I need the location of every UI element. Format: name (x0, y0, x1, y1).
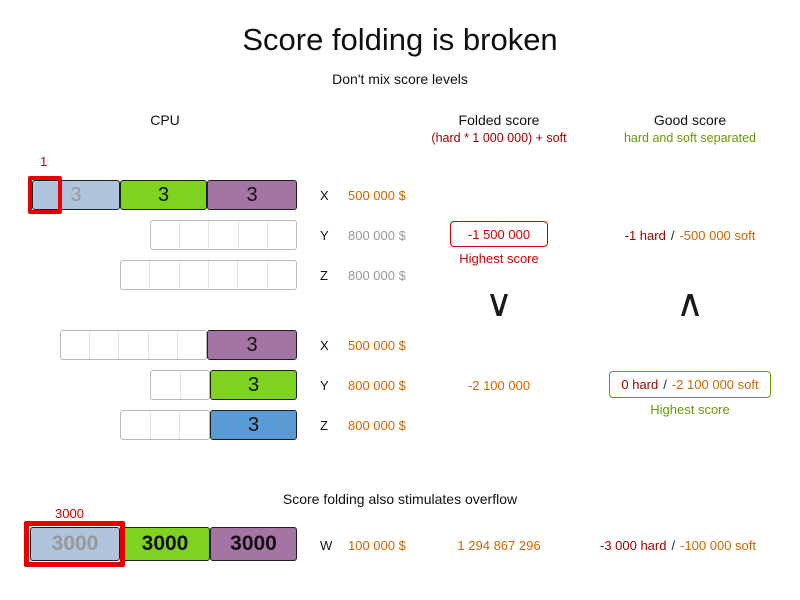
empty-cpu-slots (150, 220, 297, 250)
column-subheader-folded-score: (hard * 1 000 000) + soft (431, 131, 567, 145)
folded-worse-comparison-icon: ∨ (485, 283, 513, 325)
soft-score-value: -500 000 soft (679, 228, 756, 243)
cpu-row-label: Z (320, 418, 328, 433)
cpu-slot-empty (209, 261, 239, 289)
process-cell-purple: 3 (207, 330, 297, 360)
good-better-comparison-icon: ∧ (676, 283, 704, 325)
cpu-slot-empty (151, 371, 181, 399)
overflow-section-caption: Score folding also stimulates overflow (282, 491, 518, 507)
cpu-row-label: W (320, 538, 333, 553)
folded-score-box: -1 500 000 (450, 221, 548, 247)
soft-score-value: -100 000 soft (680, 538, 756, 553)
folded-score-value: -1 500 000 (467, 226, 531, 242)
cpu-row-label: Y (320, 378, 329, 393)
cpu-cost: 500 000 $ (348, 188, 406, 203)
highest-score-note: Highest score (650, 402, 730, 417)
column-header-good-score: Good score (653, 112, 727, 128)
cpu-row-label: X (320, 338, 329, 353)
column-header-cpu: CPU (150, 112, 180, 128)
highest-score-note: Highest score (459, 251, 539, 266)
cpu-cost: 800 000 $ (348, 378, 406, 393)
page-title: Score folding is broken (242, 22, 558, 57)
process-cell-green: 3000 (120, 527, 210, 561)
cpu-row-label: Z (320, 268, 328, 283)
cpu-slot-empty (209, 221, 239, 249)
empty-cpu-slots (120, 410, 210, 440)
process-cell-green: 3 (120, 180, 207, 210)
folded-score-value: -2 100 000 (467, 378, 531, 393)
cpu-slot-empty (268, 221, 296, 249)
good-score-line: -1 hard / -500 000 soft (590, 228, 790, 243)
process-cell-purple: 3 (207, 180, 297, 210)
good-score-line: -3 000 hard / -100 000 soft (578, 538, 778, 553)
score-separator: / (670, 228, 675, 243)
overflow-highlight-box (28, 176, 62, 214)
hard-score-value: 0 hard (621, 377, 659, 392)
cpu-cost: 500 000 $ (348, 338, 406, 353)
soft-score-value: -2 100 000 soft (671, 377, 759, 392)
cpu-slot-empty (121, 411, 151, 439)
hard-score-value: -3 000 hard (599, 538, 667, 553)
folded-score-value: 1 294 867 296 (457, 538, 541, 553)
overflow-amount-label: 1 (40, 154, 48, 169)
process-cell-blue: 3 (32, 180, 120, 210)
cpu-slot-empty (151, 411, 181, 439)
cpu-cost: 100 000 $ (348, 538, 406, 553)
process-cell-blue: 3000 (30, 527, 120, 561)
cpu-row-label: X (320, 188, 329, 203)
cpu-slot-empty (180, 411, 209, 439)
cpu-slot-empty (90, 331, 120, 359)
cpu-row-label: Y (320, 228, 329, 243)
process-value: 3 (70, 183, 82, 206)
cpu-slot-empty (268, 261, 296, 289)
score-separator: / (671, 538, 676, 553)
empty-cpu-slots (60, 330, 207, 360)
cpu-slot-empty (180, 221, 210, 249)
cpu-slot-empty (149, 331, 178, 359)
cpu-slot-empty (181, 371, 210, 399)
column-header-folded-score: Folded score (458, 112, 540, 128)
overflow-highlight-box (24, 521, 125, 567)
cpu-slot-empty (61, 331, 91, 359)
cpu-slot-empty (121, 261, 151, 289)
cpu-slot-empty (178, 331, 206, 359)
overflow-amount-label: 3000 (55, 506, 84, 521)
empty-cpu-slots (150, 370, 210, 400)
cpu-cost: 800 000 $ (348, 228, 406, 243)
process-cell-green: 3 (210, 370, 297, 400)
hard-score-value: -1 hard (624, 228, 666, 243)
cpu-slot-empty (151, 221, 181, 249)
cpu-slot-empty (180, 261, 209, 289)
cpu-slot-empty (239, 221, 268, 249)
process-cell-blue-dark: 3 (210, 410, 297, 440)
score-separator: / (663, 377, 667, 392)
process-cell-purple: 3000 (210, 527, 297, 561)
column-subheader-good-score: hard and soft separated (623, 131, 757, 145)
empty-cpu-slots (120, 260, 297, 290)
cpu-slot-empty (238, 261, 268, 289)
cpu-slot-empty (150, 261, 180, 289)
good-score-box: 0 hard / -2 100 000 soft (609, 371, 771, 398)
process-value: 3000 (51, 532, 99, 555)
cpu-cost: 800 000 $ (348, 268, 406, 283)
cpu-slot-empty (119, 331, 149, 359)
cpu-cost: 800 000 $ (348, 418, 406, 433)
page-subtitle: Don't mix score levels (332, 71, 468, 87)
